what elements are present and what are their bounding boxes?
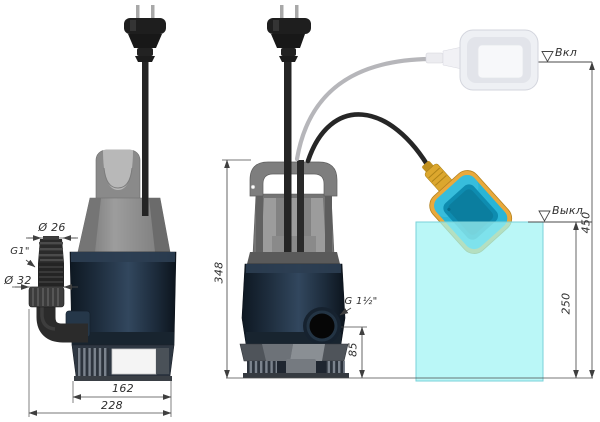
pump-cage-front [252,193,335,255]
dim-label-base-outer: 228 [101,399,123,412]
pump-body-front [241,263,346,345]
power-cable-left [142,58,149,216]
float-cable-entry [297,160,304,252]
carry-handle-front [249,161,338,197]
dim-label-hose-thread: G1" [10,246,30,257]
level-mark-icon [538,210,551,222]
dim-label-outlet-height: 85 [346,342,360,357]
pump-front-view [239,5,434,378]
power-plug-left [124,5,166,62]
level-label-on: Вкл [555,46,578,59]
pump-base-front [239,343,349,378]
dim-label-base-inner: 162 [112,382,134,395]
float-switch-cable-black [305,112,434,174]
plug-pin [295,5,299,19]
water-volume [415,221,544,382]
pump-collar-front [247,252,340,264]
float-switch-on [425,29,539,91]
dim-label-off-level: 250 [559,292,573,315]
dim-label-height: 348 [212,261,226,284]
dim-label-hose-nut: Ø 32 [4,274,32,287]
power-cable-right [284,58,292,252]
hose-barb [38,239,64,263]
power-plug-right [267,5,311,62]
strainer-window [111,348,157,375]
pump-base-side [71,344,175,381]
dim-label-on-level: 450 [579,211,593,234]
plug-pin [280,5,284,19]
dim-label-outlet-thread: G 1½" [344,296,378,307]
level-label-off: Выкл [552,204,584,217]
plug-pin [136,5,140,19]
float-switch-cable-gray [294,56,433,162]
cable-sleeve [425,52,444,64]
cable-cone [442,46,463,70]
pump-side-view [28,5,177,381]
pump-cap-side [77,197,171,253]
level-mark-icon [541,51,554,63]
hose-elbow-outlet [28,236,91,343]
dimension-lines [12,61,595,417]
dim-label-hose-od: Ø 26 [38,221,66,234]
plug-pin [151,5,155,19]
